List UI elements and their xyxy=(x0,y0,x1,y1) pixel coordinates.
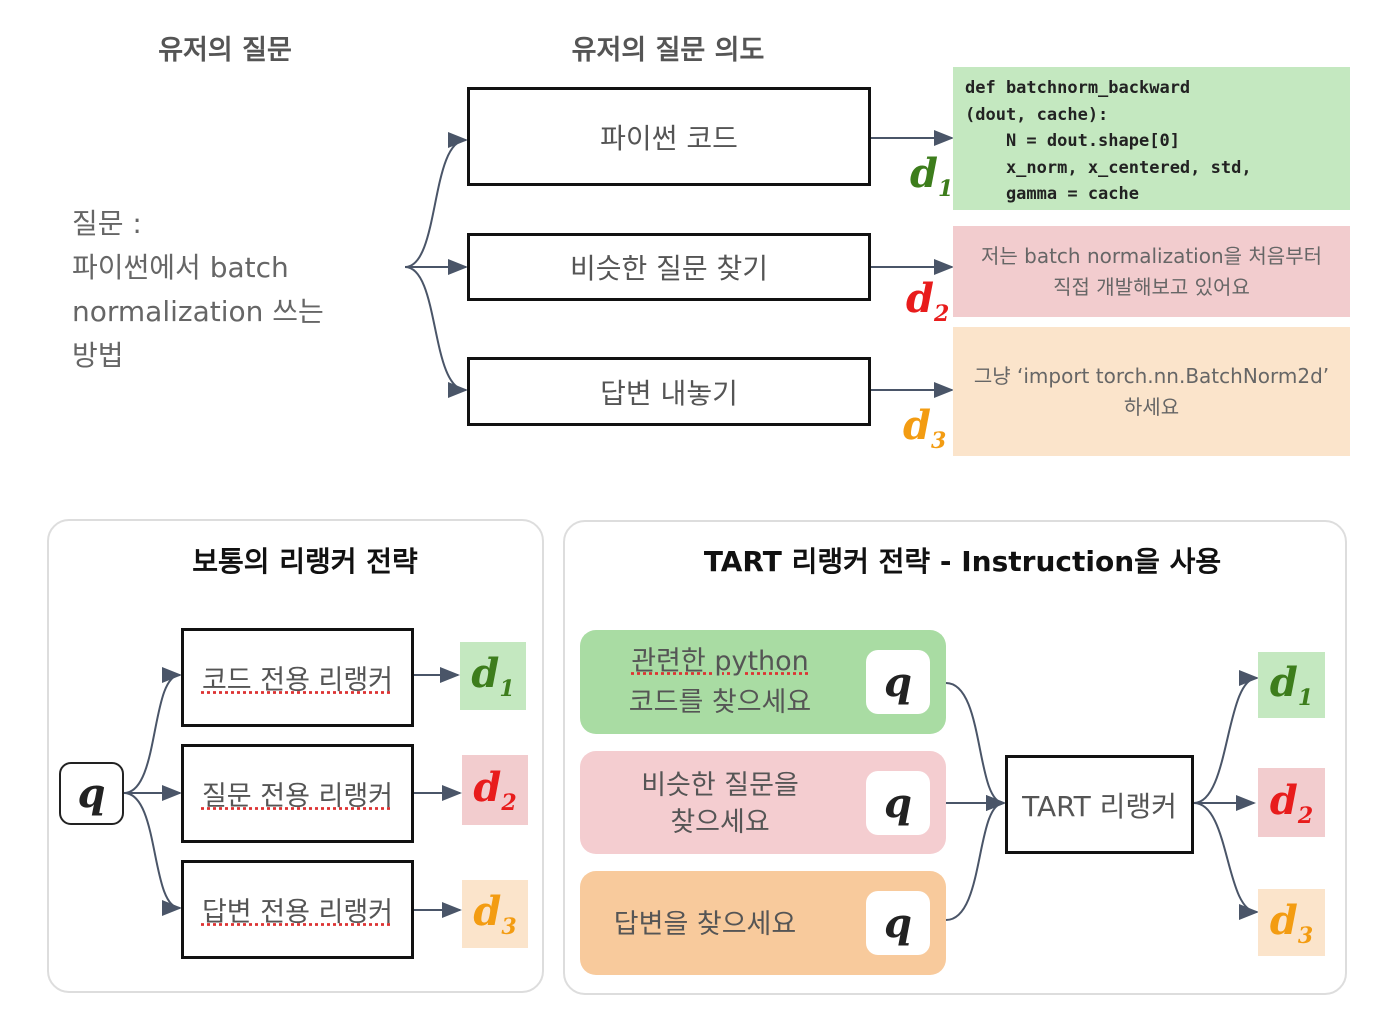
query-node: q xyxy=(866,771,930,835)
result-d1: d1 xyxy=(1258,652,1325,718)
reranker-question: 질문 전용 리랭커 xyxy=(181,744,414,843)
doc-d3-text: 그냥 ‘import torch.nn.BatchNorm2d’하세요 xyxy=(953,327,1350,456)
reranker-answer: 답변 전용 리랭커 xyxy=(181,860,414,959)
reranker-code: 코드 전용 리랭커 xyxy=(181,628,414,727)
panel-tart-reranker xyxy=(563,520,1347,995)
tart-reranker-box: TART 리랭커 xyxy=(1005,755,1194,854)
query-node: q xyxy=(59,762,124,825)
doc-label-d3: d3 xyxy=(903,402,947,454)
question-text: 질문 : 파이썬에서 batch normalization 쓰는 방법 xyxy=(72,202,372,378)
question-line: normalization 쓰는 xyxy=(72,295,324,328)
instruction-similar-question: 비슷한 질문을 찾으세요 q xyxy=(580,751,946,854)
question-line: 파이썬에서 batch xyxy=(72,251,289,284)
instruction-line: 코드를 찾으세요 xyxy=(628,687,812,718)
instruction-answer: 답변을 찾으세요 q xyxy=(580,871,946,975)
instruction-line: 답변을 찾으세요 xyxy=(613,909,797,940)
query-node: q xyxy=(866,650,930,714)
result-d2: d2 xyxy=(1258,768,1325,837)
intent-box-similar-question: 비슷한 질문 찾기 xyxy=(467,233,871,301)
result-d3: d3 xyxy=(1258,889,1325,956)
instruction-line: 관련한 python xyxy=(631,646,809,677)
question-line: 질문 : xyxy=(72,207,142,240)
result-d1: d1 xyxy=(460,642,526,710)
result-d3: d3 xyxy=(462,880,528,948)
panel-standard-reranker xyxy=(47,519,544,993)
doc-d1-code: def batchnorm_backward(dout, cache): N =… xyxy=(953,67,1350,210)
result-d2: d2 xyxy=(462,755,528,825)
instruction-line: 찾으세요 xyxy=(670,807,770,838)
instruction-line: 비슷한 질문을 xyxy=(641,770,799,801)
instruction-python-code: 관련한 python 코드를 찾으세요 q xyxy=(580,630,946,734)
intent-box-python-code: 파이썬 코드 xyxy=(467,87,871,186)
query-node: q xyxy=(866,891,930,955)
panel-title-standard: 보통의 리랭커 전략 xyxy=(192,545,418,578)
doc-label-d1: d1 xyxy=(910,150,954,202)
heading-user-question: 유저의 질문 xyxy=(158,35,292,66)
doc-label-d2: d2 xyxy=(906,275,950,327)
question-line: 방법 xyxy=(72,339,124,372)
panel-title-tart: TART 리랭커 전략 - Instruction을 사용 xyxy=(703,545,1222,578)
heading-user-intent: 유저의 질문 의도 xyxy=(571,35,765,66)
intent-box-answer: 답변 내놓기 xyxy=(467,357,871,426)
